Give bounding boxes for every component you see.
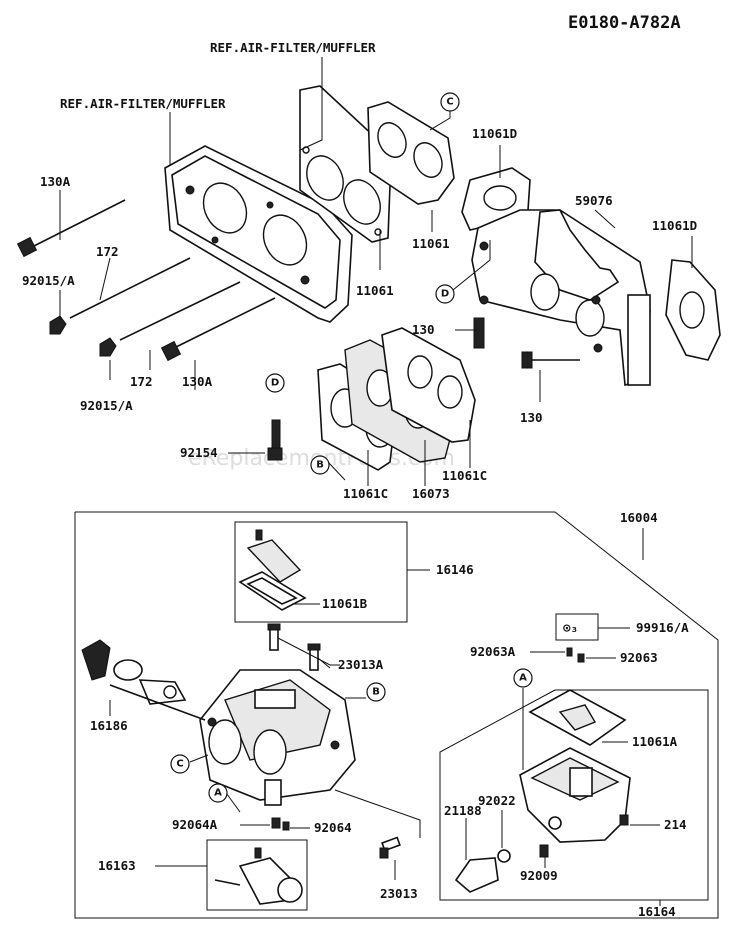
label-92154: 92154 [180,445,218,460]
marker-d-bolt: D [271,378,279,389]
marker-a-carb: A [214,788,222,799]
label-99916a: 99916/A [636,620,689,635]
kit-16146-box [234,521,408,623]
label-11061a: 11061A [632,734,678,749]
label-16163: 16163 [98,858,136,873]
label-11061b: 11061B [322,596,368,611]
label-11061c-b: 11061C [442,468,487,483]
label-92022: 92022 [478,793,516,808]
choke-linkage-16186 [81,639,206,721]
label-172-b: 172 [130,374,153,389]
spacer-group [317,327,476,471]
label-16004: 16004 [620,510,658,525]
label-16146: 16146 [436,562,474,577]
label-130-b: 130 [520,410,543,425]
label-11061c-a: 11061C [343,486,388,501]
upper-reference-markers: C D D B [265,92,460,475]
label-11061-a: 11061 [412,236,450,251]
label-11061d-a: 11061D [472,126,517,141]
upper-leaders [59,57,693,486]
gasket-11061a [528,689,627,746]
label-172-a: 172 [96,244,119,259]
kit-16163-box [206,839,308,911]
label-92015a-a: 92015/A [22,273,75,288]
label-130a-b: 130A [182,374,213,389]
float-cover [238,529,307,611]
carburetor-assembly-outline [74,511,719,919]
jets-23013a [267,623,321,671]
label-ref-filter-top: REF.AIR-FILTER/MUFFLER [210,40,376,55]
label-92009: 92009 [520,868,558,883]
label-92015a-b: 92015/A [80,398,133,413]
label-130-a: 130 [412,322,435,337]
gasket-11061d-right [665,259,721,361]
label-92064a: 92064A [172,817,218,832]
marker-c-carb: C [176,759,183,770]
label-16164: 16164 [638,904,676,919]
label-92064: 92064 [314,820,352,835]
label-23013a: 23013A [338,657,384,672]
air-filter-base [164,145,353,323]
label-214: 214 [664,817,687,832]
solenoid-16163 [214,847,303,905]
marker-a-bowl: A [519,673,527,684]
marker-b-carb: B [372,687,380,698]
label-59076: 59076 [575,193,613,208]
kit-symbol: ⊙₃ [563,620,578,635]
gasket-11061-right [367,101,455,205]
label-21188: 21188 [444,803,482,818]
intake-manifold-59076 [471,209,651,387]
screw-23013 [379,836,401,859]
label-11061-b: 11061 [356,283,394,298]
label-16186: 16186 [90,718,128,733]
carburetor-body [199,669,356,831]
float-bowl-group-outline [439,689,709,901]
fuel-solenoid-21188 [454,849,511,893]
long-bolts [16,199,580,461]
label-11061d-b: 11061D [652,218,697,233]
marker-d-mid: D [441,289,449,300]
kit-99916a-box [555,613,599,641]
float-bowl [519,747,631,843]
upper-part-labels: REF.AIR-FILTER/MUFFLER REF.AIR-FILTER/MU… [22,40,697,501]
marker-c-top: C [446,97,453,108]
label-92063a: 92063A [470,644,516,659]
diagram-code: E0180-A782A [568,13,681,33]
label-ref-filter-left: REF.AIR-FILTER/MUFFLER [60,96,226,111]
label-92063: 92063 [620,650,658,665]
label-16073: 16073 [412,486,450,501]
marker-b-left: B [316,460,324,471]
label-130a-a: 130A [40,174,71,189]
label-23013: 23013 [380,886,418,901]
